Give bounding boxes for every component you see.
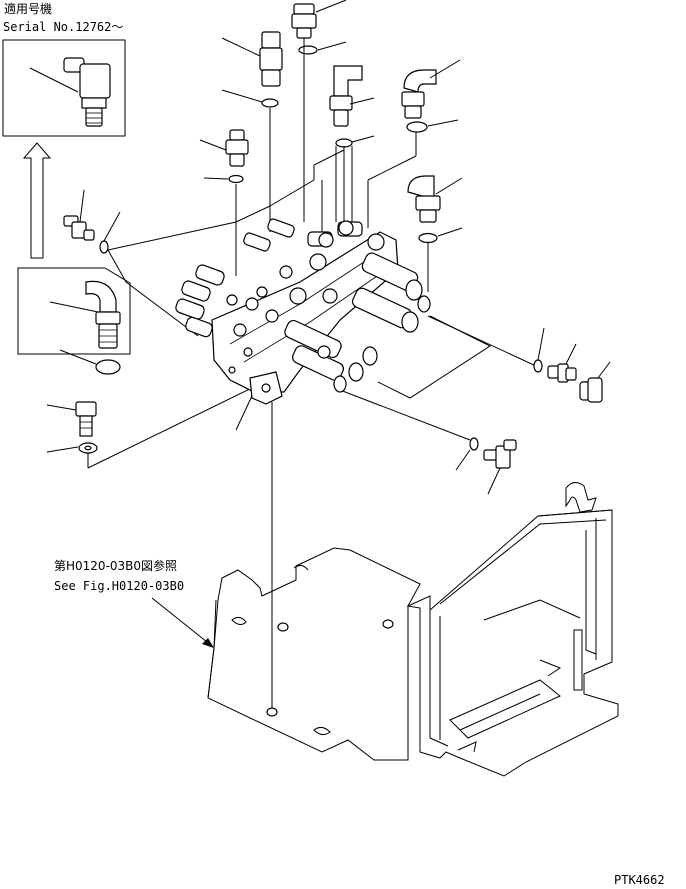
washer-icon xyxy=(46,382,263,469)
mounting-plate xyxy=(207,547,421,761)
o-ring-bottom-right-icon xyxy=(455,437,479,471)
inset-box-serial-variant xyxy=(2,39,126,137)
drawing-code: PTK4662 xyxy=(614,873,665,887)
spool-end-left-1 xyxy=(175,264,225,338)
small-elbow-fitting-icon xyxy=(63,189,95,241)
arrow-up-icon xyxy=(22,142,52,259)
valve-ports xyxy=(226,265,338,374)
o-ring-side-icon xyxy=(533,327,545,373)
reference-label-jp: 第H0120-03B0図参照 xyxy=(54,558,177,573)
applicable-serial-label: 適用号機 xyxy=(4,1,52,16)
elbow-fitting-top-right-icon xyxy=(401,59,461,119)
long-adapter-icon xyxy=(221,31,283,87)
spool-end-bottom xyxy=(284,319,378,393)
straight-fitting-left-icon xyxy=(199,129,249,167)
o-ring-right-top-icon xyxy=(406,119,459,133)
bolt-icon xyxy=(46,401,97,437)
o-ring-adapter-icon xyxy=(221,89,279,108)
control-valve-assembly xyxy=(175,218,431,431)
straight-fitting-top-icon xyxy=(291,0,347,39)
spool-end-top xyxy=(243,218,385,271)
o-ring-small-icon xyxy=(99,211,121,254)
spool-end-right xyxy=(351,252,431,333)
o-ring-large-icon xyxy=(59,349,121,375)
elbow-fitting-bottom-right-icon xyxy=(483,439,517,495)
reference-label-en: See Fig.H0120-03B0 xyxy=(54,579,184,593)
straight-adapter-side-icon xyxy=(547,343,577,383)
leader-lines xyxy=(235,38,429,710)
hex-adapter-side-icon xyxy=(579,361,611,403)
o-ring-right-icon xyxy=(418,227,463,244)
serial-number-label: Serial No.12762～ xyxy=(3,20,123,34)
o-ring-top-icon xyxy=(298,41,347,55)
o-ring-left-icon xyxy=(203,174,244,184)
elbow-fitting-right-icon xyxy=(407,175,463,223)
reference-arrow xyxy=(151,597,214,648)
elbow-hose-fitting-icon xyxy=(85,280,121,349)
inset-box-current-variant xyxy=(17,267,131,355)
elbow-fitting-variant-icon xyxy=(63,57,111,127)
elbow-fitting-top-center-icon xyxy=(329,65,375,127)
valve-envelope-lines xyxy=(107,205,537,441)
frame-bracket xyxy=(406,482,619,777)
o-ring-center-icon xyxy=(335,135,375,148)
